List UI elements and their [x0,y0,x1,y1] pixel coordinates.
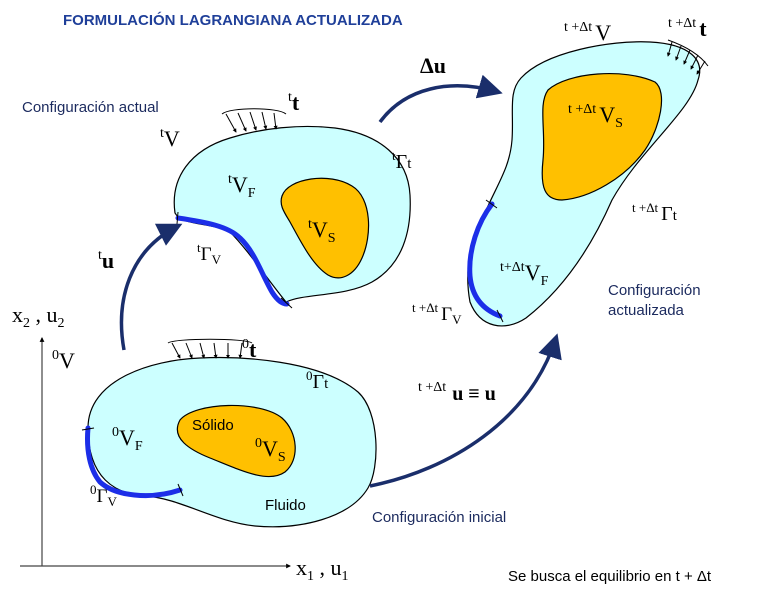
initial-fluid-volume-label: 0VF [112,425,143,454]
updated-solid-domain [541,73,663,201]
total-u-arrow [369,333,562,488]
initial-traction-arrows [167,338,253,359]
actual-solid-domain [280,177,370,279]
actual-traction-boundary-label: tΓt [392,148,412,173]
updated-configuration-caption-line1: Configuración [608,282,701,299]
actual-essential-boundary-label: tΓV [197,240,222,267]
solid-word: Sólido [192,417,234,434]
diagram-title: FORMULACIÓN LAGRANGIANA ACTUALIZADA [63,11,403,29]
initial-configuration: 0V 0t 0Γt 0VF 0VS Sólido Fluido 0ΓV Conf… [52,337,506,528]
actual-configuration-caption: Configuración actual [22,99,159,116]
updated-traction-arrows [666,39,709,75]
initial-essential-boundary-label: 0ΓV [90,482,117,509]
actual-solid-volume-label: tVS [308,217,336,246]
y-axis-label: x2 , u2 [12,302,65,331]
initial-configuration-caption: Configuración inicial [372,509,506,526]
actual-fluid-volume-label: tVF [228,172,256,201]
delta-u-label: Δu [420,53,446,78]
fluid-word: Fluido [265,497,306,514]
actual-essential-boundary [175,215,290,307]
tu-label: tu [98,248,114,273]
initial-traction-boundary-label: 0Γt [306,368,329,393]
updated-essential-boundary [467,201,503,319]
tu-arrow [119,223,183,351]
actual-traction-arrows [221,108,287,133]
initial-solid-domain [176,404,296,478]
initial-essential-boundary [85,425,183,499]
x-axis-label: x1 , u1 [296,555,349,584]
updated-configuration-caption-line2: actualizada [608,302,685,319]
updated-fluid-volume-label: t+ΔtVF [500,260,549,289]
coordinate-axes: x2 , u2 x1 , u1 [12,302,349,584]
actual-configuration: Configuración actual tt tV tΓt tVF tVS t… [22,90,412,309]
actual-traction-label: tt [288,90,300,115]
actual-volume-label: tV [160,126,180,151]
initial-volume-label: 0V [52,348,75,373]
initial-traction-label: 0t [242,337,257,362]
equilibrium-note: Se busca el equilibrio en t + Δt [508,568,712,585]
initial-solid-volume-label: 0VS [255,436,286,465]
delta-u-arrow [378,74,503,124]
